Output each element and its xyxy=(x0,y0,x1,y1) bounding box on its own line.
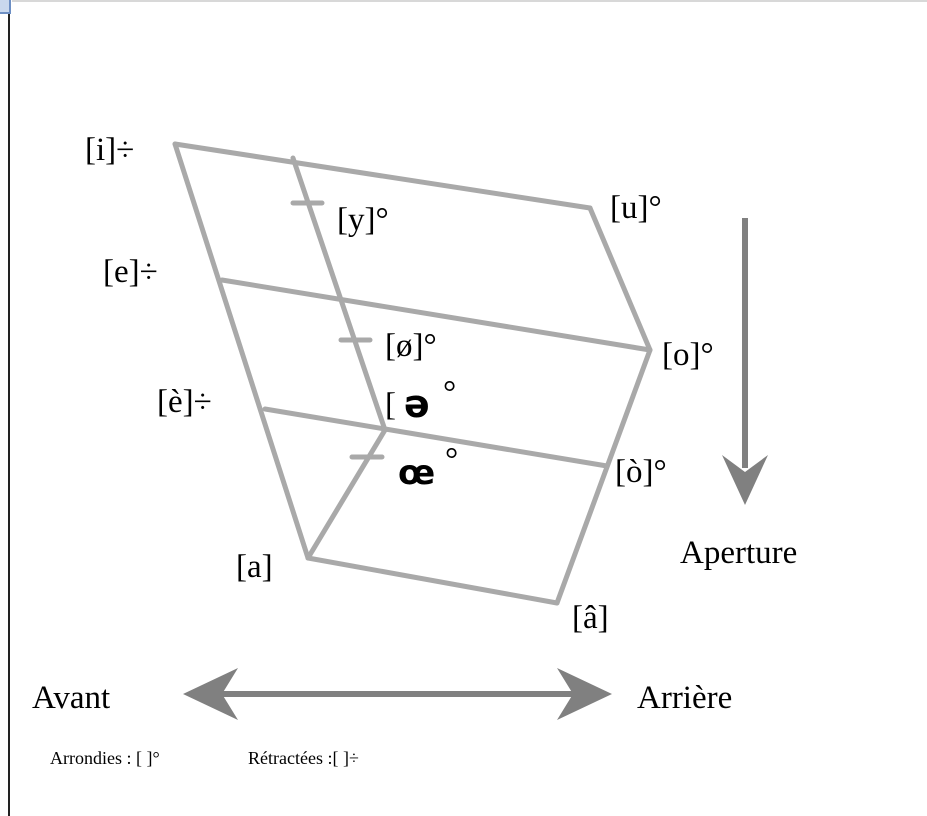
grid-edge-front xyxy=(172,141,311,561)
vowel-grid xyxy=(172,141,653,606)
label-arriere: Arrière xyxy=(637,680,732,716)
label-aperture: Aperture xyxy=(680,535,797,571)
label-a: [a] xyxy=(236,549,273,585)
label-y: [y]° xyxy=(337,202,389,238)
label-e-grave: [è]÷ xyxy=(157,384,212,420)
label-i: [i]÷ xyxy=(85,132,134,168)
left-border xyxy=(8,12,10,816)
label-schwa-suffix: ° xyxy=(443,375,456,411)
front-back-arrow xyxy=(183,668,612,720)
label-u: [u]° xyxy=(610,190,662,226)
grid-line-high-mid xyxy=(219,277,653,353)
aperture-arrow xyxy=(722,218,768,505)
label-a-circumflex: [â] xyxy=(572,600,609,636)
label-schwa-bracket: [ xyxy=(385,387,396,423)
legend-retracted: Rétractées :[ ]÷ xyxy=(248,748,359,768)
grid-line-low-mid xyxy=(262,406,610,469)
grid-edge-back-bottom xyxy=(554,347,653,606)
corner-handle[interactable] xyxy=(0,0,11,14)
label-o-grave: [ò]° xyxy=(615,454,667,490)
legend-rounded: Arrondies : [ ]° xyxy=(50,748,160,768)
grid-line-bottom xyxy=(305,555,560,606)
label-schwa: ə xyxy=(404,382,430,426)
label-oe: œ xyxy=(398,453,435,493)
grid-line-top xyxy=(172,141,593,211)
grid-edge-back-top xyxy=(587,205,653,353)
label-o-slash: [ø]° xyxy=(385,328,437,364)
label-o: [o]° xyxy=(662,337,714,373)
label-avant: Avant xyxy=(32,680,110,716)
label-e: [e]÷ xyxy=(103,254,158,290)
top-border xyxy=(12,0,927,2)
label-oe-suffix: ° xyxy=(445,442,458,478)
grid-central-diagonal xyxy=(305,427,388,561)
